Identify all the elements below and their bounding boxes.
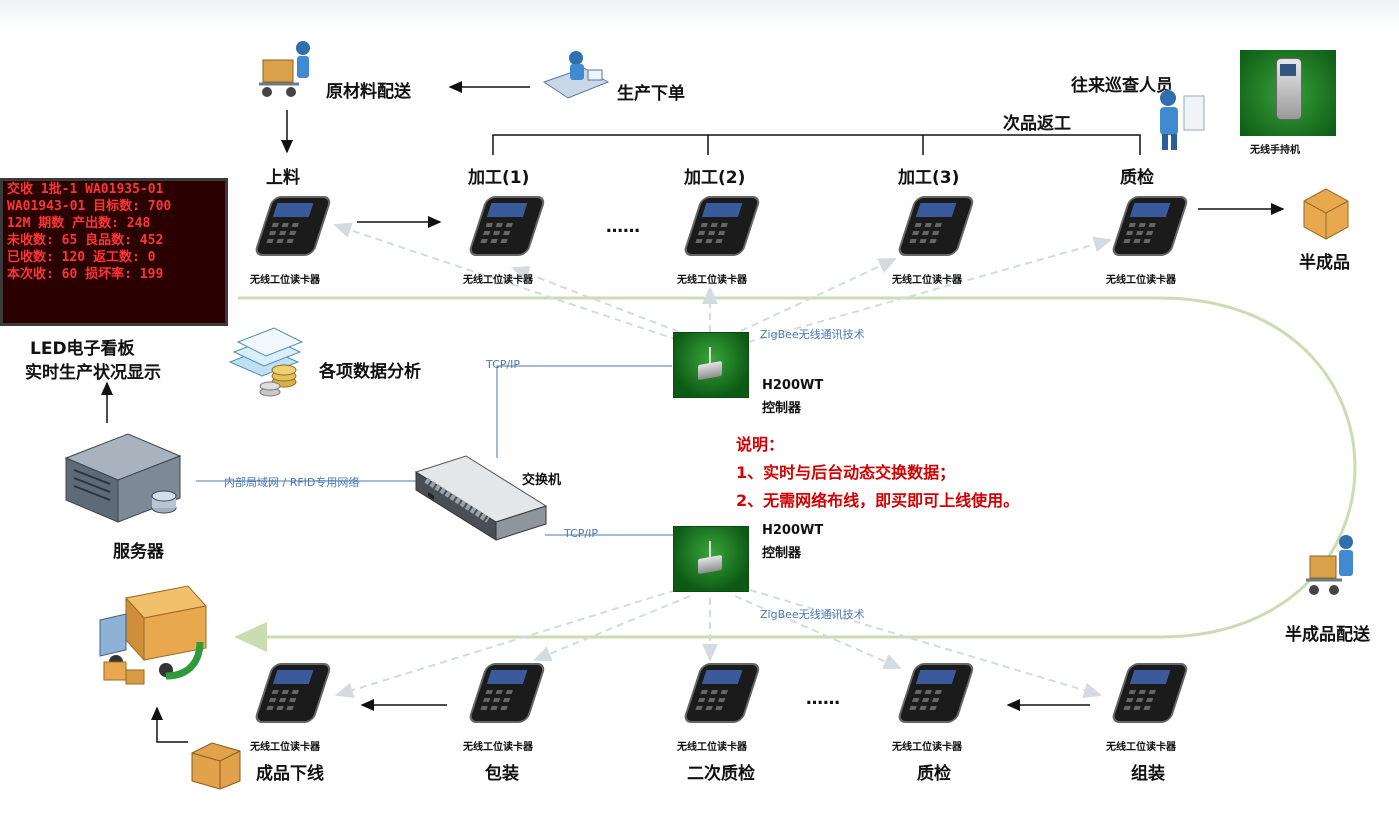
process-3-label: 加工(3)	[898, 168, 960, 188]
server-label: 服务器	[113, 542, 164, 562]
switch-icon	[412, 450, 548, 546]
led-line: 12M 期数 产出数: 248	[7, 216, 151, 231]
reader-label-qc-bottom: 无线工位读卡器	[892, 742, 962, 753]
led-board-sublabel: 实时生产状况显示	[25, 363, 161, 383]
semi-delivery-label: 半成品配送	[1285, 625, 1370, 645]
controller-bottom-name: 控制器	[762, 546, 802, 561]
handheld-device-image	[1240, 50, 1336, 136]
controller-bottom	[674, 527, 748, 591]
top-band	[0, 0, 1399, 30]
semi-product-label: 半成品	[1299, 253, 1350, 273]
led-board-label: LED电子看板	[30, 339, 135, 359]
card-reader-assembly	[1112, 663, 1188, 723]
note-line-2: 2、无需网络布线，即买即可上线使用。	[736, 491, 1020, 510]
led-line: 已收数: 120 返工数: 0	[7, 250, 156, 265]
reader-label-process-2: 无线工位读卡器	[677, 275, 747, 286]
note-title: 说明：	[736, 435, 785, 454]
controller-bottom-model: H200WT	[762, 523, 824, 538]
zigbee-label-top: ZigBee无线通讯技术	[760, 328, 865, 341]
reader-label-finished: 无线工位读卡器	[250, 742, 320, 753]
assembly-label: 组装	[1131, 764, 1165, 784]
card-reader-finished	[255, 663, 331, 723]
qc-bottom-label: 质检	[917, 764, 951, 784]
card-reader-secondary-qc	[684, 663, 760, 723]
reader-label-secondary-qc: 无线工位读卡器	[677, 742, 747, 753]
card-reader-qc-bottom	[898, 663, 974, 723]
lan-label: 内部局域网 / RFID专用网络	[224, 476, 360, 489]
ellipsis-bottom: ……	[806, 689, 840, 709]
reader-label-process-3: 无线工位读卡器	[892, 275, 962, 286]
reader-label-feed: 无线工位读卡器	[250, 275, 320, 286]
packing-label: 包装	[485, 764, 519, 784]
order-desk-icon	[540, 48, 610, 100]
led-line: 本次收: 60 损坏率: 199	[7, 267, 164, 282]
reader-label-assembly: 无线工位读卡器	[1106, 742, 1176, 753]
led-line: 交收 1批-1 WA01935-01	[7, 182, 164, 197]
qc-top-label: 质检	[1120, 168, 1154, 188]
card-reader-process-2	[684, 196, 760, 256]
patrol-person-icon	[1150, 88, 1206, 152]
production-order-label: 生产下单	[617, 84, 685, 104]
rework-label: 次品返工	[1003, 114, 1071, 134]
process-2-label: 加工(2)	[684, 168, 746, 188]
controller-top-model: H200WT	[762, 378, 824, 393]
card-reader-qc-top	[1112, 196, 1188, 256]
switch-label: 交换机	[522, 473, 562, 488]
finished-box-icon	[188, 737, 244, 791]
box-icon	[1298, 183, 1354, 241]
feed-label: 上料	[266, 168, 300, 188]
ellipsis-top: ……	[606, 217, 640, 237]
process-1-label: 加工(1)	[468, 168, 530, 188]
tcpip-label-top: TCP/IP	[486, 358, 520, 371]
controller-top	[674, 333, 748, 397]
card-reader-packing	[469, 663, 545, 723]
controller-top-name: 控制器	[762, 401, 802, 416]
finished-offline-label: 成品下线	[256, 764, 324, 784]
process-loop	[234, 296, 1357, 652]
cart-delivery-icon	[1302, 532, 1362, 600]
card-reader-feed	[255, 196, 331, 256]
card-reader-process-3	[898, 196, 974, 256]
data-analysis-label: 各项数据分析	[319, 362, 421, 382]
reader-label-packing: 无线工位读卡器	[463, 742, 533, 753]
zigbee-label-bottom: ZigBee无线通讯技术	[760, 608, 865, 621]
handheld-label: 无线手持机	[1250, 145, 1300, 156]
cart-worker-icon	[255, 38, 319, 100]
led-line: WA01943-01 目标数: 700	[7, 199, 172, 214]
led-line: 未收数: 65 良品数: 452	[7, 233, 164, 248]
note-line-1: 1、实时与后台动态交换数据；	[736, 463, 956, 482]
server-icon	[58, 418, 188, 526]
reader-label-process-1: 无线工位读卡器	[463, 275, 533, 286]
delivery-truck-icon	[96, 578, 212, 688]
raw-material-label: 原材料配送	[326, 82, 411, 102]
card-reader-process-1	[469, 196, 545, 256]
secondary-qc-label: 二次质检	[687, 764, 755, 784]
data-analysis-icon	[226, 322, 308, 402]
patrol-label: 往来巡查人员	[1071, 76, 1173, 96]
led-board-image: 交收 1批-1 WA01935-01 WA01943-01 目标数: 700 1…	[0, 178, 228, 326]
reader-label-qc-top: 无线工位读卡器	[1106, 275, 1176, 286]
tcpip-label-bottom: TCP/IP	[564, 527, 598, 540]
